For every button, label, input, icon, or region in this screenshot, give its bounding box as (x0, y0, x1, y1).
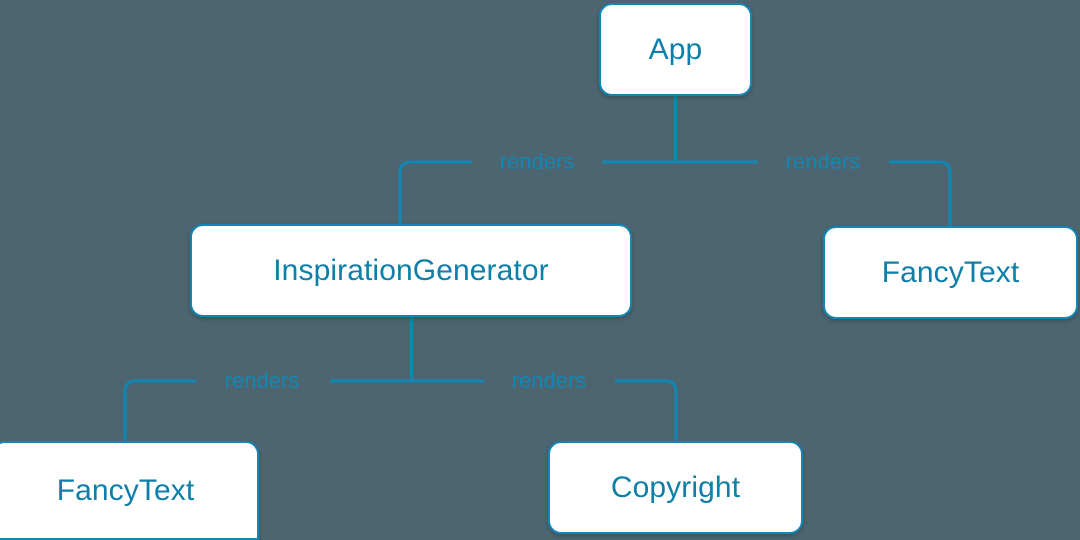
node-inspiration-generator[interactable]: InspirationGenerator (190, 224, 632, 317)
edge-label-inspiration-generator-to-copyright: renders (511, 368, 587, 393)
edge-inspiration-to-copyright-right-seg (615, 379, 678, 441)
node-fancytext-right[interactable]: FancyText (823, 226, 1078, 319)
node-app-label: App (648, 32, 703, 66)
node-app[interactable]: App (599, 3, 752, 96)
node-fancytext-bottom-label: FancyText (56, 473, 195, 507)
node-inspiration-generator-label: InspirationGenerator (273, 253, 549, 287)
edge-label-app-to-inspiration-generator: renders (499, 149, 575, 174)
node-copyright[interactable]: Copyright (548, 441, 803, 534)
edge-app-to-inspiration-left-seg (398, 160, 472, 224)
edge-label-inspiration-generator-to-fancytext: renders (224, 368, 300, 393)
node-copyright-label: Copyright (610, 470, 741, 504)
edge-app-to-fancytext-right-seg (889, 160, 952, 226)
edge-label-app-to-fancytext: renders (785, 149, 861, 174)
node-fancytext-right-label: FancyText (881, 255, 1020, 289)
edge-inspiration-to-fancytext-left-seg (123, 379, 196, 441)
node-fancytext-bottom[interactable]: FancyText (0, 441, 259, 540)
